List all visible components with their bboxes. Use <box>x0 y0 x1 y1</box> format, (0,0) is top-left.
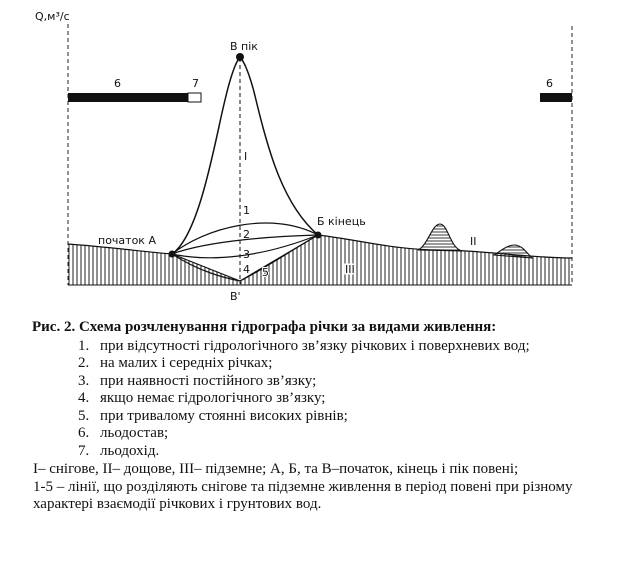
start-label: початок А <box>98 234 156 247</box>
caption-note-legend: I– снігове, II– дощове, III– підземне; А… <box>33 461 519 477</box>
item-text: при відсутності гідрологічного зв’язку р… <box>100 337 530 354</box>
item-text: на малих і середніх річках; <box>100 355 273 371</box>
line-4-label: 4 <box>243 263 250 276</box>
separation-line-2 <box>171 234 319 255</box>
ice-drift-bar <box>187 92 202 103</box>
item-text: льодостав; <box>100 425 169 441</box>
caption-item: 4. якщо немає гідрологічного зв’язку; <box>32 390 612 408</box>
caption-list: 1. при відсутності гідрологічного зв’язку… <box>32 338 612 461</box>
line-3-label: 3 <box>243 248 250 261</box>
end-label: Б кінець <box>317 215 366 228</box>
separation-line-5 <box>171 234 319 282</box>
item-number: 3. <box>78 372 90 389</box>
item-number: 7. <box>78 442 90 459</box>
y-axis-label: Q,м³/с <box>35 10 70 23</box>
line-1-label: 1 <box>243 204 250 217</box>
zone-II-label: II <box>470 235 477 248</box>
zone-I-label: I <box>244 150 247 163</box>
separation-line-1 <box>171 222 319 255</box>
groundwater-region <box>68 235 572 285</box>
rain-flood-2 <box>492 244 534 259</box>
peak-point <box>236 53 244 61</box>
ice-cover-bar-right <box>540 93 572 102</box>
ice-cover-label-left: 6 <box>114 77 121 90</box>
rain-flood-1 <box>417 223 463 252</box>
item-number: 6. <box>78 425 90 441</box>
zone-III-label: III <box>345 263 355 276</box>
item-text: при наявності постійного зв’язку; <box>100 372 317 389</box>
end-point <box>314 231 322 239</box>
caption-item: 3. при наявності постійного зв’язку; <box>32 373 612 391</box>
figure-caption: Рис. 2. Схема розчленування гідрографа р… <box>32 319 612 514</box>
caption-item: 2. на малих і середніх річках; <box>32 355 612 373</box>
hydrograph-diagram: Q,м³/с 6 7 6 В пік початок А <box>35 10 573 303</box>
item-text: льодохід. <box>100 442 160 459</box>
caption-note-lines: 1-5 – лінії, що розділяють снігове та пі… <box>33 478 573 513</box>
line-5-label: 5 <box>262 266 269 279</box>
caption-item: 7. льодохід. <box>32 443 612 461</box>
start-point <box>168 250 176 258</box>
line-2-label: 2 <box>243 228 250 241</box>
ice-cover-bar-left <box>68 93 188 102</box>
ice-drift-label: 7 <box>192 77 199 90</box>
separation-line-3 <box>171 234 319 259</box>
ice-cover-label-right: 6 <box>546 77 553 90</box>
caption-item: 6. льодостав; <box>32 425 612 443</box>
item-number: 5. <box>78 407 90 424</box>
caption-title: Рис. 2. Схема розчленування гідрографа р… <box>32 319 497 335</box>
caption-notes: I– снігове, II– дощове, III– підземне; А… <box>32 461 612 514</box>
peak-label: В пік <box>230 40 258 53</box>
caption-item: 5. при тривалому стоянні високих рівнів; <box>32 408 612 426</box>
item-number: 4. <box>78 390 90 406</box>
caption-item: 1. при відсутності гідрологічного зв’язку… <box>32 338 612 356</box>
item-text: якщо немає гідрологічного зв’язку; <box>100 390 326 406</box>
b-prime-label: В' <box>230 290 241 303</box>
item-text: при тривалому стоянні високих рівнів; <box>100 407 348 424</box>
item-number: 2. <box>78 355 90 371</box>
item-number: 1. <box>78 337 90 354</box>
